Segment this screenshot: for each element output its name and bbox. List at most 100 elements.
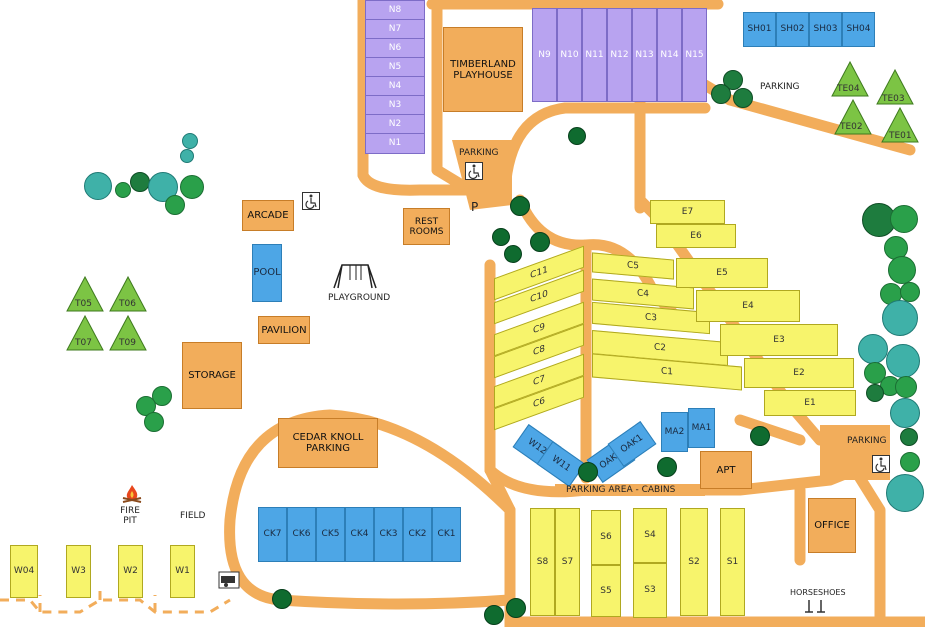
rv-site[interactable]: W1 [170, 545, 195, 598]
rv-site[interactable]: S4 [633, 508, 667, 563]
tree-icon [657, 457, 677, 477]
parking-label: PARKING [459, 148, 499, 158]
rv-site[interactable]: N15 [682, 8, 707, 102]
field-label: FIELD [180, 511, 206, 521]
tree-icon [568, 127, 586, 145]
tent-icon [66, 275, 104, 312]
cabin-site[interactable]: SH04 [842, 12, 875, 47]
tree-icon [711, 84, 731, 104]
tree-icon [182, 133, 198, 149]
tent-label: T09 [119, 338, 136, 348]
cabin-site[interactable]: CK6 [287, 507, 316, 562]
tree-icon [723, 70, 743, 90]
rv-site[interactable]: E3 [720, 324, 838, 356]
rv-site[interactable]: S2 [680, 508, 708, 616]
tree-icon [130, 172, 150, 192]
cedar-knoll-parking[interactable]: CEDAR KNOLL PARKING [278, 418, 378, 468]
pool[interactable]: POOL [252, 244, 282, 302]
cabin-site[interactable]: CK3 [374, 507, 403, 562]
tree-icon [180, 149, 194, 163]
cabin-site[interactable]: SH02 [776, 12, 809, 47]
tree-icon [750, 426, 770, 446]
cabin-parking-label: PARKING AREA - CABINS [566, 485, 676, 495]
rv-site[interactable]: S3 [633, 563, 667, 618]
wheelchair-icon [302, 192, 320, 210]
tree-icon [858, 334, 888, 364]
tree-icon [492, 228, 510, 246]
rv-site[interactable]: N10 [557, 8, 582, 102]
tree-icon [886, 344, 920, 378]
storage-building[interactable]: STORAGE [182, 342, 242, 409]
rv-site[interactable]: S8 [530, 508, 555, 616]
campfire-icon [122, 485, 142, 503]
tree-icon [733, 88, 753, 108]
apt-building[interactable]: APT [700, 451, 752, 489]
rv-site[interactable]: S6 [591, 510, 621, 565]
wheelchair-icon [872, 455, 890, 473]
tree-icon [886, 474, 924, 512]
playground-label: PLAYGROUND [328, 293, 391, 303]
cabin-site[interactable]: CK5 [316, 507, 345, 562]
cabin-site[interactable]: CK1 [432, 507, 461, 562]
cabin-site[interactable]: CK2 [403, 507, 432, 562]
tree-icon [862, 203, 896, 237]
tree-icon [864, 362, 886, 384]
tree-icon [890, 398, 920, 428]
tree-icon [152, 386, 172, 406]
cabin-site[interactable]: MA2 [661, 412, 688, 452]
tent-label: TE01 [889, 131, 912, 141]
tree-icon [882, 300, 918, 336]
rv-site[interactable]: N12 [607, 8, 632, 102]
tree-icon [578, 462, 598, 482]
rv-site[interactable]: E1 [764, 390, 856, 416]
tree-icon [84, 172, 112, 200]
pavilion-building[interactable]: PAVILION [258, 316, 310, 344]
rv-site[interactable]: N1 [365, 133, 425, 154]
tree-icon [530, 232, 550, 252]
swing-set-icon [333, 264, 377, 289]
tent-icon [109, 314, 147, 351]
tent-icon [834, 98, 872, 135]
tent-label: TE02 [840, 122, 863, 132]
restrooms-building[interactable]: REST ROOMS [403, 208, 450, 245]
office-building[interactable]: OFFICE [808, 498, 856, 553]
rv-site[interactable]: W3 [66, 545, 91, 598]
horseshoes-label: HORSESHOES [790, 588, 846, 597]
rv-site[interactable]: S1 [720, 508, 745, 616]
rv-site[interactable]: E4 [696, 290, 800, 322]
cabin-site[interactable]: CK4 [345, 507, 374, 562]
rv-site[interactable]: N11 [582, 8, 607, 102]
cabin-site[interactable]: MA1 [688, 408, 715, 448]
rv-site[interactable]: N13 [632, 8, 657, 102]
rv-site[interactable]: S7 [555, 508, 580, 616]
rv-site[interactable]: S5 [591, 565, 621, 617]
rv-site[interactable]: E7 [650, 200, 725, 224]
cabin-site[interactable]: SH01 [743, 12, 776, 47]
cabin-site[interactable]: SH03 [809, 12, 842, 47]
tent-icon [109, 275, 147, 312]
tent-label: T07 [75, 338, 92, 348]
cabin-site[interactable]: CK7 [258, 507, 287, 562]
tent-label: TE03 [882, 94, 905, 104]
rv-site[interactable]: E2 [744, 358, 854, 388]
parking-label: PARKING [847, 436, 887, 446]
timberland-playhouse[interactable]: TIMBERLAND PLAYHOUSE [443, 27, 523, 112]
tree-icon [510, 196, 530, 216]
tent-label: TE04 [837, 84, 860, 94]
rv-site[interactable]: N14 [657, 8, 682, 102]
rv-site[interactable]: N9 [532, 8, 557, 102]
rv-site[interactable]: E6 [656, 224, 736, 248]
tree-icon [144, 412, 164, 432]
tent-label: T06 [119, 299, 136, 309]
rv-site[interactable]: E5 [676, 258, 768, 288]
tree-icon [900, 282, 920, 302]
tree-icon [890, 205, 918, 233]
tree-icon [484, 605, 504, 625]
tree-icon [900, 452, 920, 472]
rv-site[interactable]: W2 [118, 545, 143, 598]
rv-site[interactable]: W04 [10, 545, 38, 598]
tent-icon [876, 68, 914, 105]
arcade-building[interactable]: ARCADE [242, 200, 294, 231]
